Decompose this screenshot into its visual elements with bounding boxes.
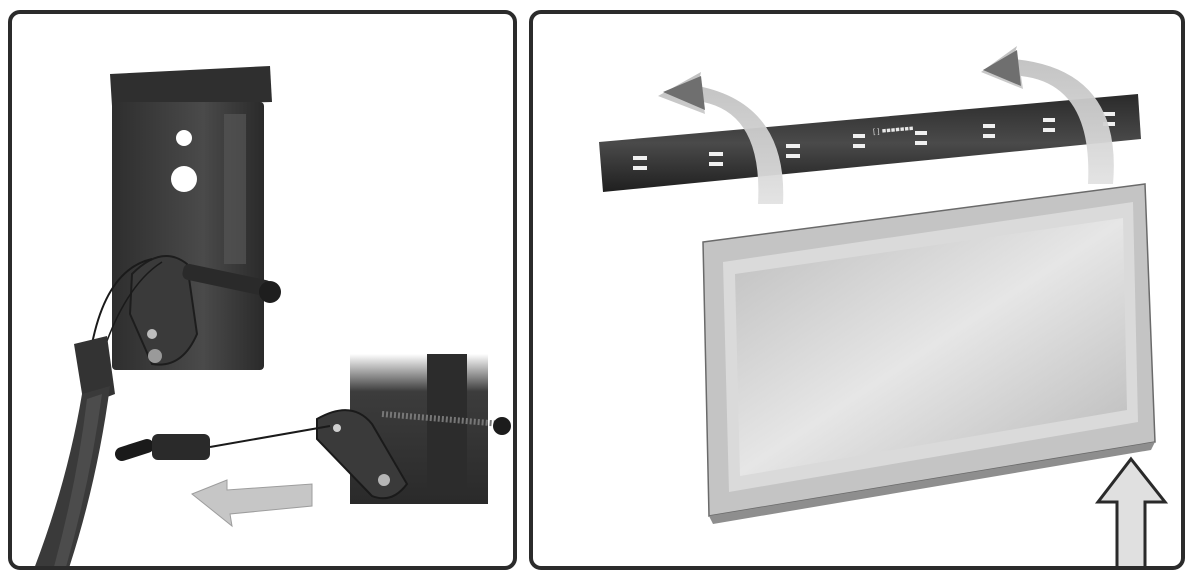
left-panel: [8, 10, 517, 570]
curved-arrow-icon: [658, 72, 784, 204]
latch-closeup: [316, 354, 511, 504]
pull-cord: [115, 425, 331, 461]
right-panel: [ ] ■■■■■■■: [529, 10, 1185, 570]
pull-strap: [35, 336, 115, 566]
wall-rail: [599, 94, 1141, 192]
curved-arrow-icon: [981, 46, 1114, 184]
up-arrow-icon: [1094, 456, 1169, 566]
latch-mechanism: [91, 255, 281, 366]
straight-arrow-icon: [191, 479, 313, 528]
wall-mount-illustration: [599, 46, 1169, 566]
instruction-illustration: [ ] ■■■■■■■: [8, 10, 1185, 570]
latch-illustration: [35, 66, 511, 566]
flat-screen-tv: [702, 183, 1156, 524]
